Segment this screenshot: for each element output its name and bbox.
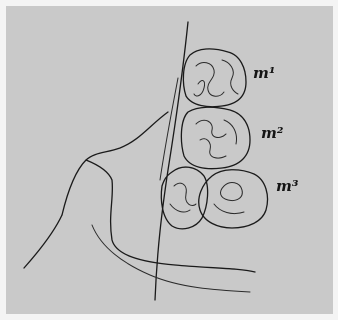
- jaw-outline-base: [24, 215, 62, 268]
- molar-m2: [181, 107, 250, 168]
- molar-m1: [183, 49, 246, 107]
- jaw-outline-lower: [86, 160, 255, 272]
- label-m1: m¹: [253, 64, 275, 82]
- label-m3: m³: [276, 177, 298, 195]
- molar-m3: [199, 170, 268, 228]
- jaw-outline-upper: [62, 112, 168, 215]
- label-m2: m²: [261, 124, 283, 142]
- jaw-bottom-curve: [92, 225, 250, 292]
- jaw-anterior-line: [155, 22, 188, 300]
- molar-m3-inner: [161, 167, 207, 229]
